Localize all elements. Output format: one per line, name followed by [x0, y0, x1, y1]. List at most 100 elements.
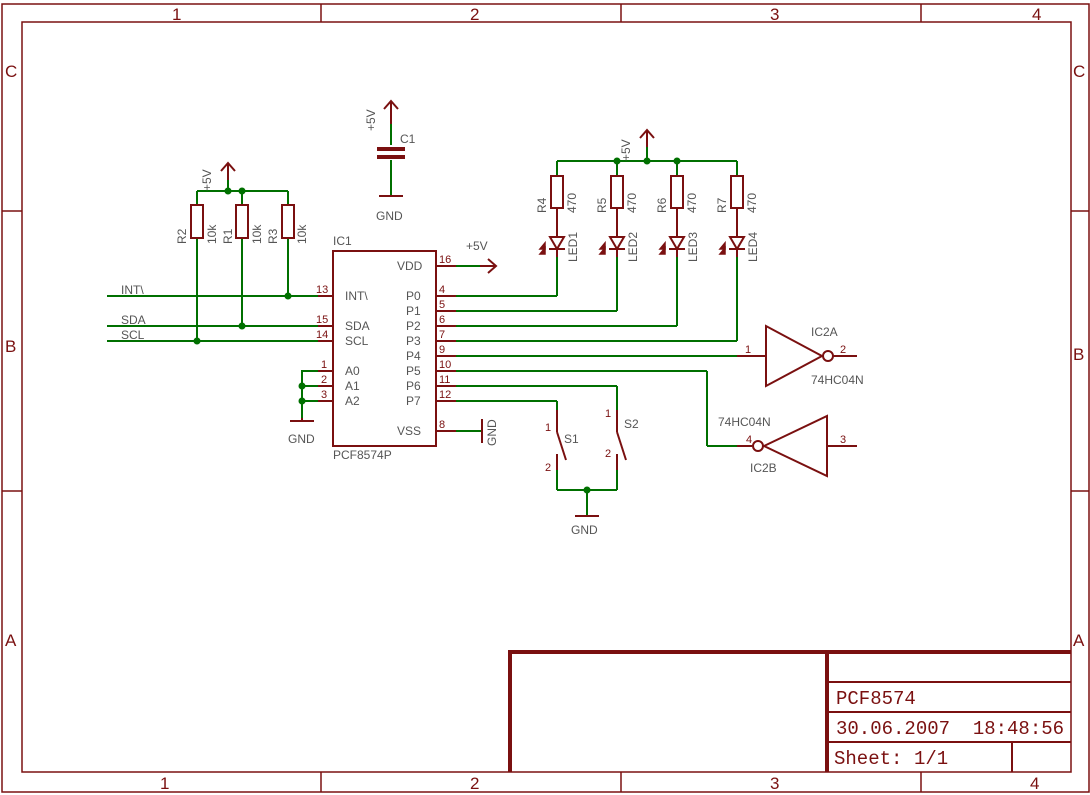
- ic2b-out-pin: 3: [840, 434, 846, 446]
- ic1-pin-name-int: INT\: [345, 289, 368, 303]
- ic1-pin-num-7: 7: [439, 329, 445, 341]
- row-label-right-a: A: [1073, 631, 1085, 650]
- ic1-pcf8574: IC1 PCF8574P 13 INT\ 15 SDA 14 SCL 1 A0 …: [301, 234, 456, 462]
- ic1-pin-name-p3: P3: [406, 334, 421, 348]
- resistor-r4-name: R4: [535, 197, 549, 213]
- ic1-pin-num-3: 3: [321, 389, 327, 401]
- ic2a-part: 74HC04N: [811, 373, 864, 387]
- drawing-title: PCF8574: [836, 688, 916, 710]
- col-label-top-1: 1: [172, 5, 181, 24]
- ic1-pin-num-11: 11: [439, 374, 450, 386]
- ic1-pin-num-10: 10: [439, 359, 451, 371]
- capacitor-name: C1: [400, 132, 416, 146]
- ic1-pin-num-13: 13: [316, 284, 328, 296]
- resistor-r3-name: R3: [266, 228, 280, 244]
- ic1-pin-name-p4: P4: [406, 349, 421, 363]
- ic2a-in-pin: 1: [745, 344, 751, 356]
- ic1-pin-name-a0: A0: [345, 364, 360, 378]
- ic1-pin-num-1: 1: [321, 359, 327, 371]
- sheet-label: Sheet:: [834, 748, 902, 770]
- ic1-pin-name-scl: SCL: [345, 334, 369, 348]
- gnd-label-cap: GND: [376, 209, 403, 223]
- ic1-pin-num-2: 2: [321, 374, 327, 386]
- ic1-pin-name-vss: VSS: [397, 424, 421, 438]
- ic1-pin-num-4: 4: [439, 284, 445, 296]
- resistor-r2-name: R2: [175, 228, 189, 244]
- col-label-top-2: 2: [470, 5, 479, 24]
- vcc-label-leds: +5V: [619, 139, 633, 161]
- switch-s2: 1 2 S2: [605, 408, 639, 470]
- ic1-pin-num-9: 9: [439, 344, 445, 356]
- ic2b-in-pin: 4: [746, 434, 752, 446]
- resistor-r3-value: 10k: [295, 224, 309, 244]
- resistor-r7-value: 470: [745, 193, 759, 213]
- ic1-pin-name-p5: P5: [406, 364, 421, 378]
- resistor-r7-name: R7: [715, 197, 729, 213]
- ic1-pin-num-12: 12: [439, 389, 451, 401]
- ic1-pin-num-16: 16: [439, 254, 451, 266]
- ic1-name: IC1: [333, 234, 352, 248]
- ic1-pin-name-p1: P1: [406, 304, 421, 318]
- ic1-pin-name-a2: A2: [345, 394, 360, 408]
- capacitor-c1: C1: [377, 132, 416, 159]
- ic1-pin-num-14: 14: [316, 329, 328, 341]
- switch-s1: 1 2 S1: [545, 410, 579, 474]
- s2-pin1: 1: [605, 408, 611, 420]
- ic1-pin-name-sda: SDA: [345, 319, 370, 333]
- ic1-pin-name-a1: A1: [345, 379, 360, 393]
- gnd-label-vss: GND: [485, 419, 499, 446]
- s1-pin2: 2: [545, 462, 551, 474]
- col-label-bottom-1: 1: [160, 774, 169, 793]
- drawing-frame: 1 2 3 4 1 2 3 4 C B A C B A: [1, 3, 1090, 793]
- row-label-left-a: A: [5, 631, 17, 650]
- resistor-r5-value: 470: [625, 193, 639, 213]
- resistor-r6-value: 470: [685, 193, 699, 213]
- resistor-r5-name: R5: [595, 197, 609, 213]
- net-label-int: INT\: [121, 283, 144, 297]
- col-label-bottom-4: 4: [1030, 774, 1039, 793]
- led1-label: LED1: [566, 232, 580, 262]
- ic1-pin-name-p0: P0: [406, 289, 421, 303]
- led4-label: LED4: [746, 232, 760, 262]
- col-label-bottom-3: 3: [770, 774, 779, 793]
- led-chain: R4 470 R5 470 R6 470 R7 470 LED1 LED2: [535, 175, 760, 262]
- resistor-r6-name: R6: [655, 197, 669, 213]
- wires: [107, 124, 738, 515]
- col-label-top-3: 3: [770, 5, 779, 24]
- resistor-r2-value: 10k: [205, 224, 219, 244]
- s1-label: S1: [564, 432, 579, 446]
- led3-label: LED3: [686, 232, 700, 262]
- pullup-resistors: R2 10k R1 10k R3 10k: [175, 204, 309, 244]
- col-label-bottom-2: 2: [470, 774, 479, 793]
- ic1-pin-name-vdd: VDD: [397, 259, 423, 273]
- ic1-pin-num-15: 15: [316, 314, 328, 326]
- net-label-sda: SDA: [121, 313, 146, 327]
- row-label-left-c: C: [5, 62, 17, 81]
- vcc-symbols: +5V +5V +5V +5V: [200, 99, 655, 274]
- ic1-pin-num-8: 8: [439, 419, 445, 431]
- vcc-label-pullups: +5V: [200, 169, 214, 191]
- row-label-left-b: B: [5, 337, 16, 356]
- resistor-r1-name: R1: [221, 228, 235, 244]
- net-label-scl: SCL: [121, 328, 145, 342]
- row-label-right-b: B: [1073, 345, 1084, 364]
- ic1-pin-name-p2: P2: [406, 319, 421, 333]
- ic1-pin-name-p6: P6: [406, 379, 421, 393]
- ic2b-part: 74HC04N: [718, 415, 771, 429]
- title-block: PCF8574 30.06.2007 18:48:56 Sheet: 1/1: [508, 650, 1071, 772]
- ic2a-name: IC2A: [811, 325, 838, 339]
- resistor-r1-value: 10k: [250, 224, 264, 244]
- vcc-label-vdd: +5V: [466, 239, 488, 253]
- ic2a-out-pin: 2: [840, 344, 846, 356]
- s1-pin1: 1: [545, 422, 551, 434]
- vcc-label-cap: +5V: [364, 109, 378, 131]
- inverter-ic2a: 1 2 IC2A 74HC04N: [737, 324, 864, 388]
- gnd-symbols: GND GND GND GND: [288, 195, 599, 537]
- row-label-right-c: C: [1073, 62, 1085, 81]
- resistor-r4-value: 470: [565, 193, 579, 213]
- ic1-pin-num-6: 6: [439, 314, 445, 326]
- ic1-part: PCF8574P: [333, 448, 392, 462]
- col-label-top-4: 4: [1032, 5, 1041, 24]
- ic2b-name: IC2B: [750, 461, 777, 475]
